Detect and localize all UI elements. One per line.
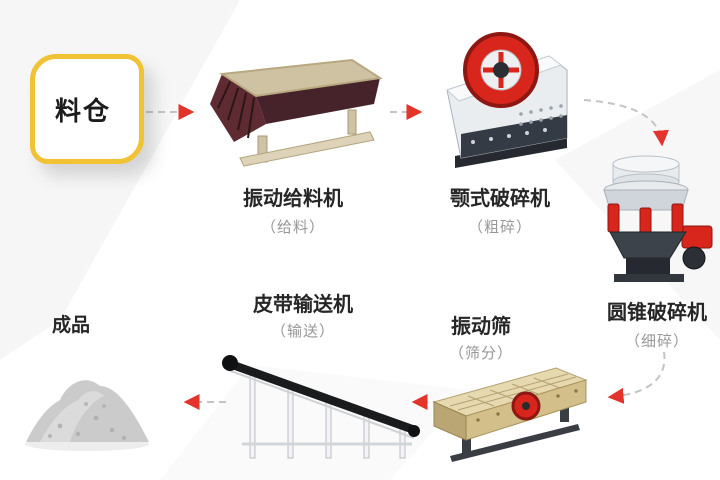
screen-sublabel: （筛分） [448, 345, 514, 362]
vibrating-feeder-illustration [210, 58, 383, 167]
belt-conveyor-illustration [222, 355, 420, 459]
arrow-jaw-to-cone [583, 99, 669, 147]
product-pile-illustration [25, 380, 149, 451]
conveyor-sublabel: （输送） [270, 323, 336, 340]
jaw-crusher-illustration [446, 32, 568, 168]
feeder-sublabel: （给料） [260, 219, 326, 236]
conveyor-label: 皮带输送机 [253, 294, 353, 316]
arrow-cone-to-screen [607, 351, 666, 404]
screen-label: 振动筛 [451, 316, 511, 338]
silo-card: 料仓 [30, 54, 144, 164]
cone-sublabel: （细碎） [624, 333, 690, 350]
silo-label: 料仓 [55, 95, 112, 126]
feeder-label: 振动给料机 [243, 188, 343, 210]
jaw-label: 颚式破碎机 [450, 188, 550, 210]
cone-crusher-illustration [603, 155, 713, 282]
vibrating-screen-illustration [432, 367, 588, 462]
product-label: 成品 [52, 315, 91, 336]
jaw-sublabel: （粗碎） [467, 219, 533, 236]
cone-label: 圆锥破碎机 [607, 302, 707, 324]
